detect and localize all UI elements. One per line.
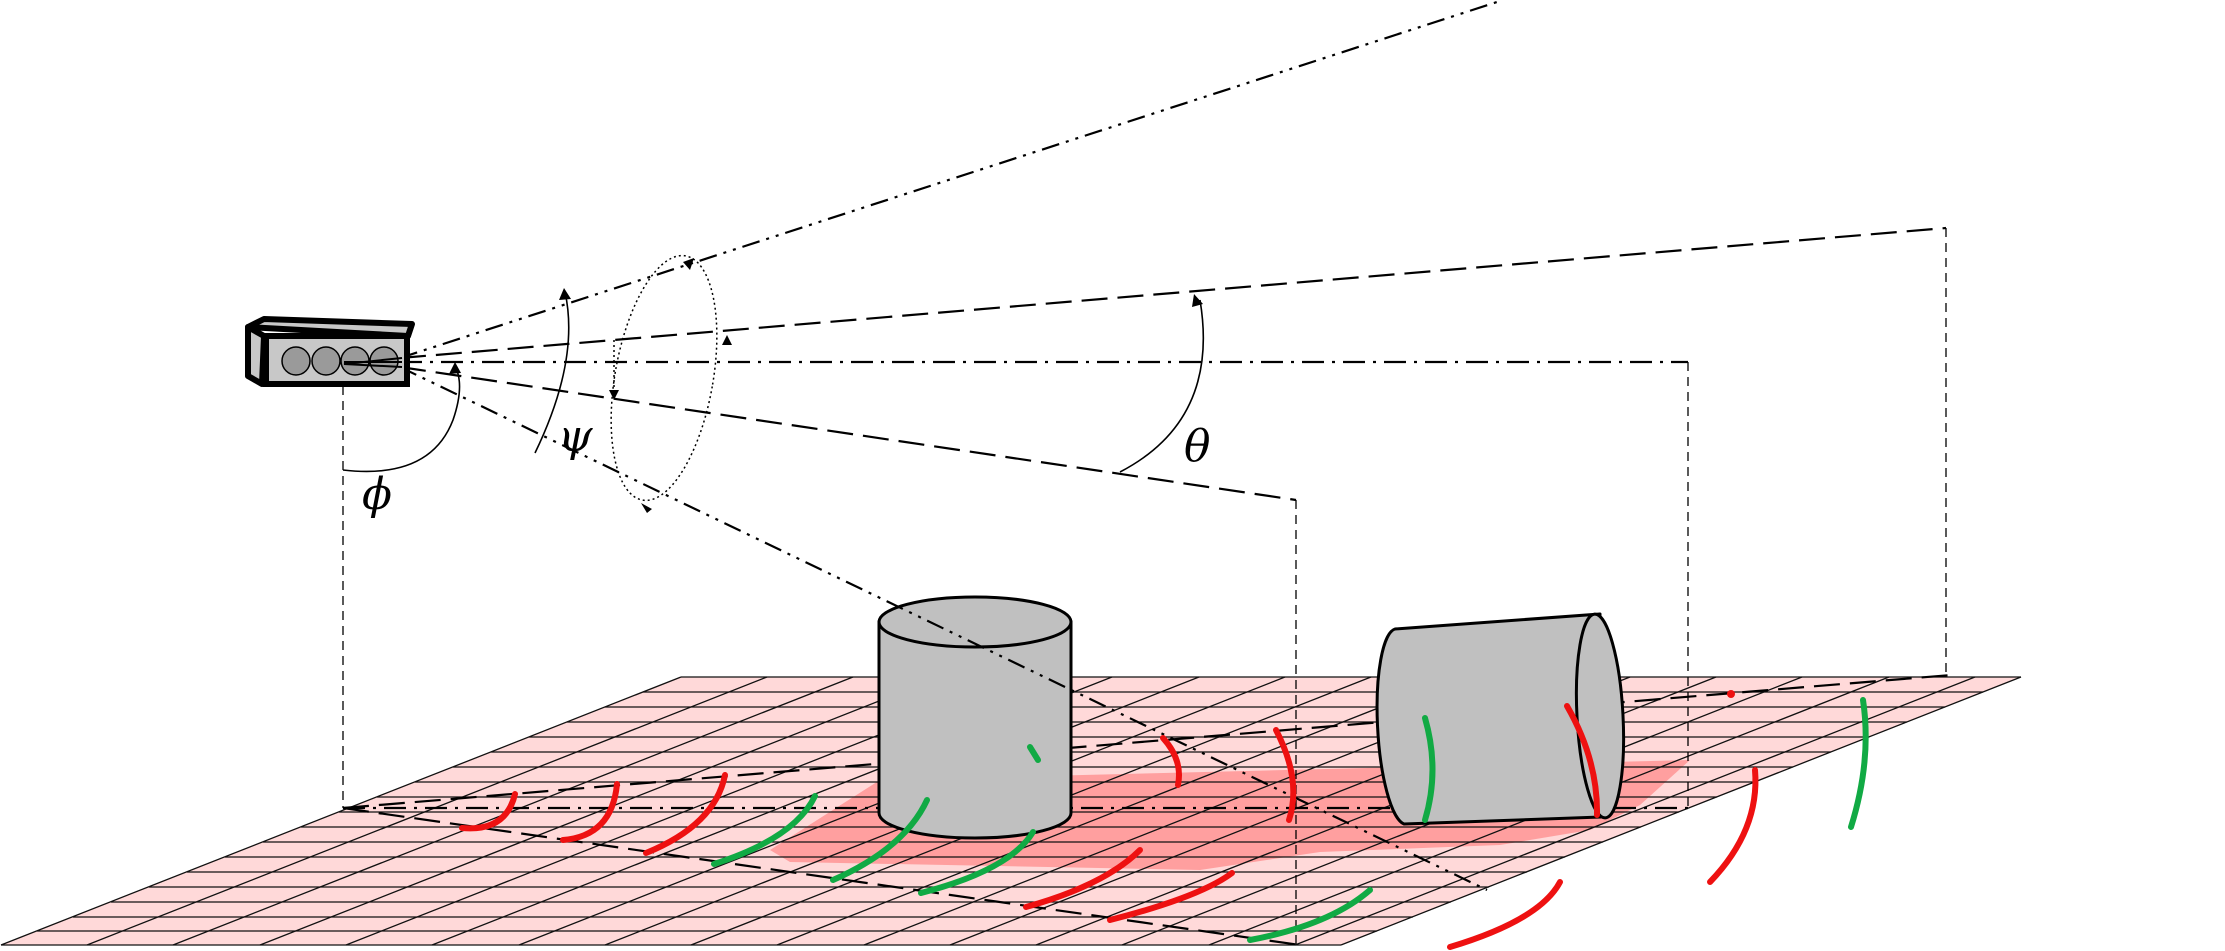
lower-vertical-cone-ray xyxy=(399,366,1488,891)
upper-vertical-cone-ray xyxy=(399,0,1498,360)
red-arc xyxy=(1107,870,1235,923)
theta-arrowhead xyxy=(1192,294,1203,307)
transducer-element xyxy=(311,346,341,376)
rotation-ellipse xyxy=(610,254,718,502)
red-arc xyxy=(643,772,728,856)
sonar-sensor-array-icon xyxy=(245,316,415,387)
upper-beam-edge-ray xyxy=(399,226,1947,360)
sensor-side-face xyxy=(245,324,267,387)
red-arc xyxy=(1447,879,1563,950)
upright-cylinder-body xyxy=(877,620,1073,840)
rotation-arrow-down xyxy=(609,390,619,400)
upright-cylinder-top xyxy=(877,595,1073,649)
lower-beam-edge-ray xyxy=(399,365,1297,502)
rotation-arrow-top xyxy=(683,258,694,270)
beam-rays xyxy=(399,0,1947,502)
green-arc xyxy=(830,797,930,883)
tilted-cylinder-body xyxy=(1375,612,1603,826)
green-arc xyxy=(1422,715,1436,823)
red-arc xyxy=(1273,727,1297,823)
green-arc xyxy=(1848,697,1869,830)
red-arc xyxy=(1564,703,1601,818)
projection-lower-beam-floor xyxy=(342,806,1301,947)
red-arc xyxy=(1160,735,1182,788)
angle-indicators xyxy=(342,288,1204,473)
red-arc xyxy=(459,791,518,832)
theta-angle-arc xyxy=(1119,299,1204,473)
phi-arrowhead xyxy=(449,362,461,374)
red-arc xyxy=(1023,847,1143,910)
rotation-arrow-bottom xyxy=(641,503,652,513)
psi-arrowhead xyxy=(559,288,571,300)
green-arc xyxy=(918,829,1036,896)
vertical-drop-lines xyxy=(342,228,1947,945)
green-arc xyxy=(1247,887,1373,943)
red-dot xyxy=(1727,690,1735,698)
green-arc xyxy=(711,793,818,867)
rotation-indicator xyxy=(609,254,732,513)
upright-cylinder-icon xyxy=(877,595,1073,840)
phi-label: ϕ xyxy=(362,469,392,520)
red-arc xyxy=(560,781,620,843)
transducer-element xyxy=(281,346,311,376)
psi-angle-arc xyxy=(534,291,570,454)
theta-label: θ xyxy=(1184,421,1211,472)
transducer-array xyxy=(281,346,399,376)
tilted-cylinder-icon xyxy=(1375,612,1626,826)
phi-angle-arc xyxy=(342,365,461,473)
tilted-cylinder-end xyxy=(1574,612,1626,820)
red-arc xyxy=(1707,767,1759,885)
green-arc xyxy=(1027,744,1041,763)
projection-upper-beam-floor xyxy=(342,673,1952,810)
reflection-arcs xyxy=(459,690,1869,950)
sensor-ray-origins xyxy=(343,357,403,368)
rotation-arrow-up xyxy=(722,335,732,345)
psi-label: ψ xyxy=(558,411,593,462)
